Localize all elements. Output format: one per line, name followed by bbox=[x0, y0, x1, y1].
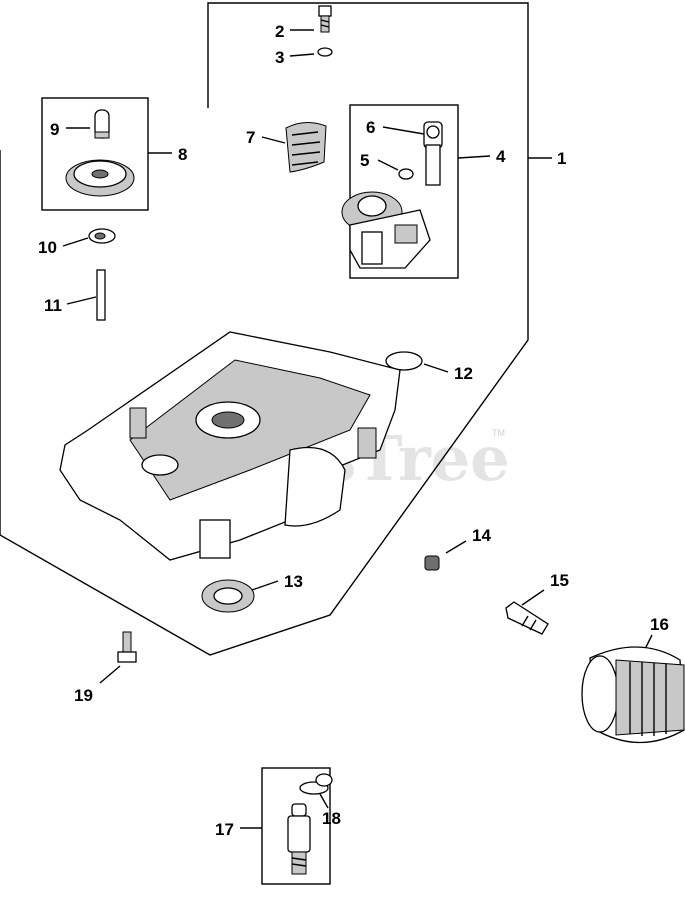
callout-18: 18 bbox=[322, 809, 341, 828]
callout-1: 1 bbox=[557, 149, 566, 168]
washer-part-3 bbox=[317, 47, 333, 57]
callout-9: 9 bbox=[50, 120, 59, 139]
group-box-17 bbox=[261, 767, 331, 885]
shaft-part-11 bbox=[96, 269, 106, 321]
pin-part-9 bbox=[94, 109, 110, 139]
assembly-outline bbox=[0, 2, 529, 656]
drain-valve-part-17 bbox=[287, 803, 311, 875]
gear-part-8 bbox=[65, 159, 135, 197]
group-box-8 bbox=[41, 97, 149, 211]
closure-plate bbox=[59, 331, 401, 561]
cap-part-18 bbox=[299, 773, 333, 795]
watermark-trademark: TM bbox=[492, 428, 505, 438]
clip-part-10 bbox=[88, 228, 116, 244]
plug-part-14 bbox=[424, 555, 440, 571]
seal-part-13 bbox=[201, 579, 255, 613]
callout-5: 5 bbox=[360, 151, 369, 170]
callout-17: 17 bbox=[215, 820, 234, 839]
o-ring-part-5 bbox=[398, 168, 414, 180]
callout-16: 16 bbox=[650, 615, 669, 634]
callout-2: 2 bbox=[275, 22, 284, 41]
callout-12: 12 bbox=[454, 364, 473, 383]
callout-14: 14 bbox=[472, 526, 491, 545]
pickup-tube-part-6 bbox=[423, 121, 443, 186]
callout-13: 13 bbox=[284, 572, 303, 591]
callout-3: 3 bbox=[275, 48, 284, 67]
oil-pump-part-4 bbox=[341, 191, 431, 269]
callout-7: 7 bbox=[246, 128, 255, 147]
callout-8: 8 bbox=[178, 145, 187, 164]
oil-filter-part-16 bbox=[581, 646, 685, 744]
bolt-part-2 bbox=[318, 5, 332, 33]
screen-part-7 bbox=[285, 122, 327, 173]
callout-10: 10 bbox=[38, 238, 57, 257]
callout-4: 4 bbox=[496, 147, 506, 166]
o-ring-part-12 bbox=[385, 351, 423, 371]
bolt-part-19 bbox=[117, 631, 137, 663]
callout-6: 6 bbox=[366, 118, 375, 137]
leader-lines bbox=[62, 29, 653, 829]
group-box-4 bbox=[349, 104, 459, 279]
callout-19: 19 bbox=[74, 686, 93, 705]
callout-11: 11 bbox=[44, 296, 62, 315]
fitting-part-15 bbox=[505, 601, 549, 635]
callout-15: 15 bbox=[550, 571, 569, 590]
